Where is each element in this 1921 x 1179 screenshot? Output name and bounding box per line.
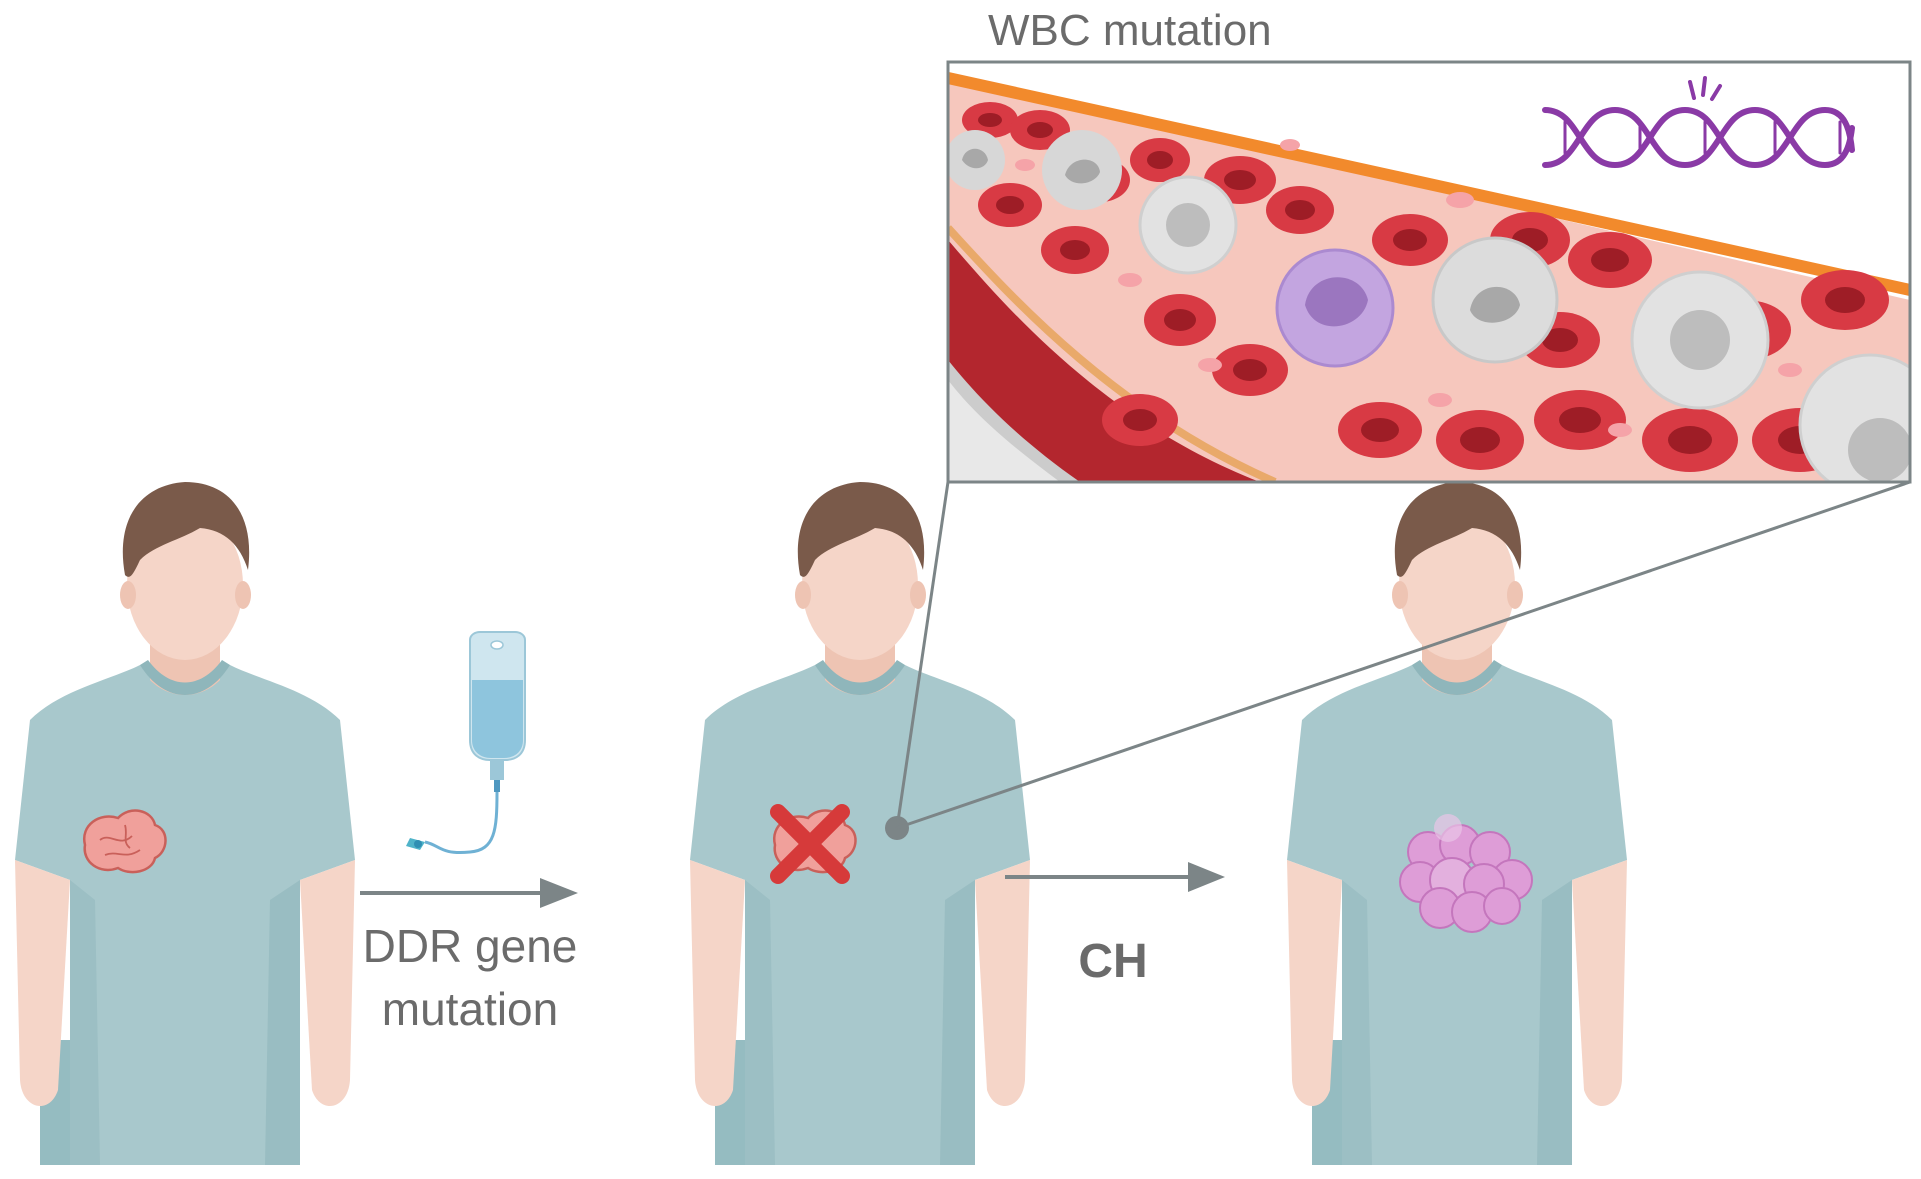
dna-icon [1542, 106, 1855, 169]
arrow-2 [1005, 862, 1225, 892]
red-blood-cells [962, 102, 1889, 472]
iv-bag-icon [406, 631, 526, 855]
patient-1 [15, 482, 355, 1165]
arrow-1-label-line2: mutation [382, 983, 558, 1035]
mutated-wbc [1275, 248, 1395, 368]
mutation-spark-icon [1688, 76, 1722, 101]
tumor-icon [83, 809, 167, 874]
zoom-leader-lines [895, 480, 1911, 830]
inset-title: WBC mutation [988, 6, 1272, 55]
eliminated-x-icon [770, 804, 850, 884]
white-blood-cells [948, 130, 1910, 482]
patient-3 [1287, 482, 1627, 1165]
blood-vessel-inset [946, 60, 1912, 484]
malignant-cells-icon [1399, 814, 1533, 933]
arrow-2-label: CH [1078, 935, 1147, 988]
patient-2 [690, 482, 1030, 1165]
arrow-1-label-line1: DDR gene [363, 920, 578, 972]
arrow-1 [360, 878, 578, 908]
